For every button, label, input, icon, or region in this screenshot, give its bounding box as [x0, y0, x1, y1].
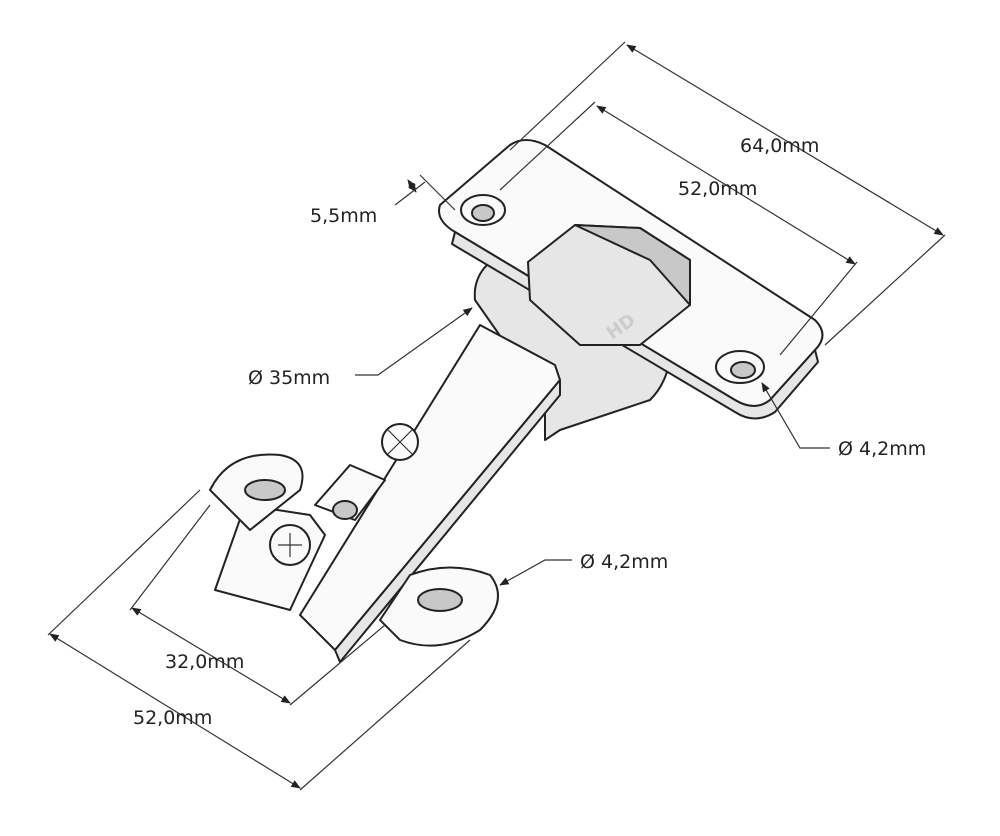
dim-cup-diameter: Ø 35mm: [248, 367, 330, 389]
base-plate: [209, 453, 499, 647]
dim-plate-length: 64,0mm: [740, 135, 819, 157]
dim-plate-hole-spacing: 52,0mm: [678, 178, 757, 200]
dim-plate-hole-diameter: Ø 4,2mm: [838, 438, 926, 460]
hinge-arm: [214, 324, 561, 663]
dim-base-hole-spacing: 32,0mm: [165, 651, 244, 673]
mounting-plate-top: [438, 139, 824, 420]
dim-cup-depth: 5,5mm: [310, 205, 377, 227]
dim-base-length: 52,0mm: [133, 707, 212, 729]
dim-base-hole-diameter: Ø 4,2mm: [580, 551, 668, 573]
dimension-lines: [47, 41, 946, 791]
